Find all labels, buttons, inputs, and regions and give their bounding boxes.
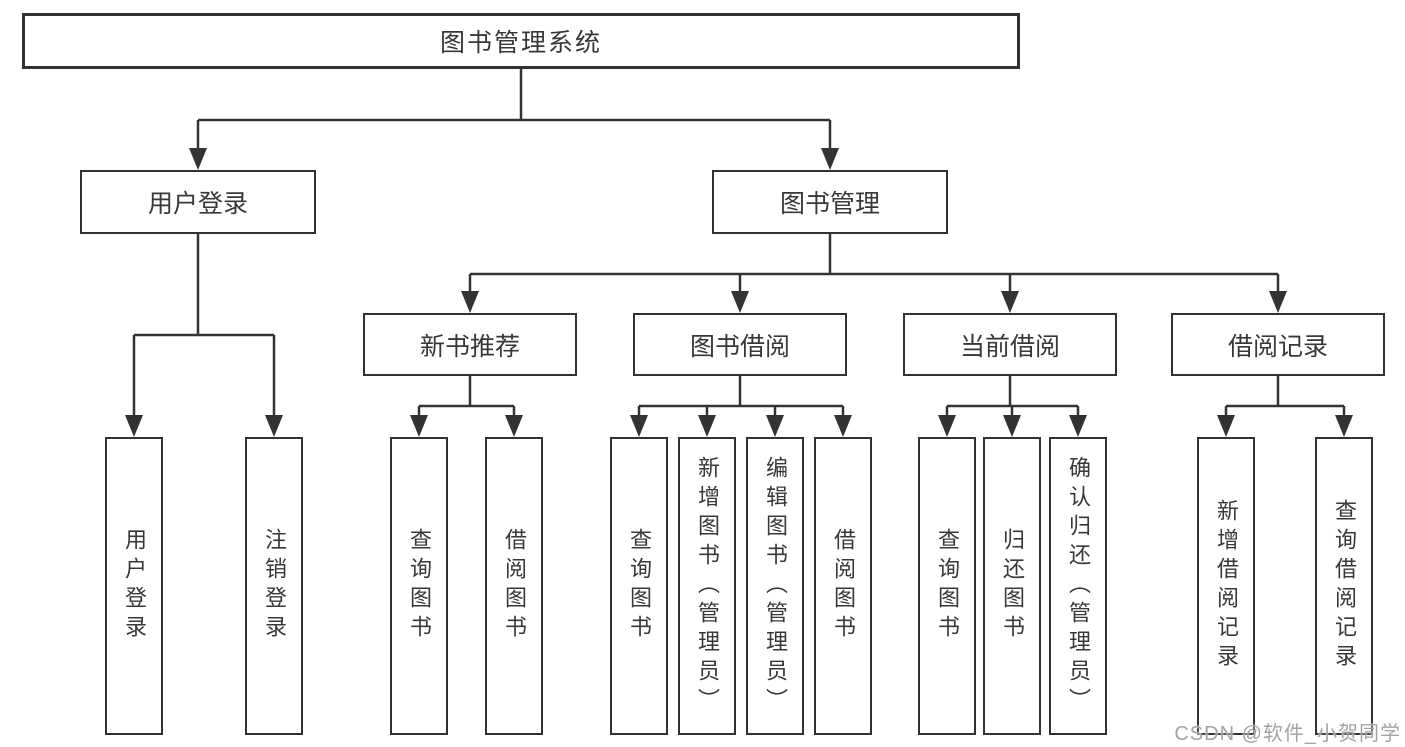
leaf-query-borrow-record: 查询借阅记录 (1315, 437, 1373, 735)
leaf-borrow-books-newbook: 借阅图书 (485, 437, 543, 735)
leaf-logout-label: 注销登录 (262, 528, 287, 644)
arrow-down-icon (410, 415, 428, 437)
node-user-login: 用户登录 (80, 170, 316, 234)
leaf-add-borrow-record: 新增借阅记录 (1197, 437, 1255, 735)
node-book-management: 图书管理 (712, 170, 948, 234)
arrow-down-icon (1001, 291, 1019, 313)
leaf-query-books-current-label: 查询图书 (935, 528, 960, 644)
connector-user-login-to-leaves (125, 233, 283, 437)
leaf-confirm-return-admin: 确认归还（管理员） (1049, 437, 1107, 735)
leaf-confirm-return-admin-label: 确认归还（管理员） (1066, 455, 1091, 717)
arrow-down-icon (125, 415, 143, 437)
node-book-management-label: 图书管理 (779, 190, 880, 218)
connector-book-mgmt-to-level3 (461, 233, 1287, 313)
node-current-borrow: 当前借阅 (903, 313, 1117, 376)
leaf-query-books-current: 查询图书 (918, 437, 976, 735)
node-system-root-label: 图书管理系统 (439, 29, 602, 57)
leaf-add-book-admin-label: 新增图书（管理员） (695, 455, 720, 717)
leaf-borrow-books-borrow-label: 借阅图书 (831, 528, 856, 644)
node-book-borrow-label: 图书借阅 (689, 332, 790, 361)
arrow-down-icon (698, 415, 716, 437)
connector-root-to-level2 (189, 68, 839, 170)
arrow-down-icon (1217, 415, 1235, 437)
leaf-query-books-newbook-label: 查询图书 (407, 528, 432, 644)
leaf-query-borrow-record-label: 查询借阅记录 (1332, 499, 1357, 673)
arrow-down-icon (461, 291, 479, 313)
arrow-down-icon (1003, 415, 1021, 437)
arrow-down-icon (834, 415, 852, 437)
leaf-query-books-newbook: 查询图书 (390, 437, 448, 735)
leaf-edit-book-admin-label: 编辑图书（管理员） (763, 455, 788, 717)
leaf-borrow-books-borrow: 借阅图书 (814, 437, 872, 735)
leaf-add-borrow-record-label: 新增借阅记录 (1214, 499, 1239, 673)
leaf-edit-book-admin: 编辑图书（管理员） (746, 437, 804, 735)
connector-book-borrow-to-leaves (630, 375, 852, 437)
arrow-down-icon (505, 415, 523, 437)
leaf-borrow-books-newbook-label: 借阅图书 (502, 528, 527, 644)
leaf-return-book: 归还图书 (983, 437, 1041, 735)
connector-current-borrow-to-leaves (938, 375, 1087, 437)
arrow-down-icon (938, 415, 956, 437)
node-system-root: 图书管理系统 (22, 13, 1020, 69)
leaf-logout: 注销登录 (245, 437, 303, 735)
arrow-down-icon (265, 415, 283, 437)
leaf-user-login: 用户登录 (105, 437, 163, 735)
connector-new-books-to-leaves (410, 375, 523, 437)
arrow-down-icon (731, 291, 749, 313)
arrow-down-icon (1069, 415, 1087, 437)
arrow-down-icon (766, 415, 784, 437)
node-new-book-recommend-label: 新书推荐 (419, 332, 520, 361)
arrow-down-icon (1335, 415, 1353, 437)
arrow-down-icon (1269, 291, 1287, 313)
connector-borrow-records-to-leaves (1217, 375, 1353, 437)
arrow-down-icon (189, 148, 207, 170)
leaf-query-books-borrow-label: 查询图书 (627, 528, 652, 644)
leaf-return-book-label: 归还图书 (1000, 528, 1025, 644)
node-book-borrow: 图书借阅 (633, 313, 847, 376)
node-new-book-recommend: 新书推荐 (363, 313, 577, 376)
node-borrow-records-label: 借阅记录 (1227, 332, 1328, 361)
arrow-down-icon (630, 415, 648, 437)
leaf-user-login-label: 用户登录 (122, 528, 147, 644)
csdn-watermark: CSDN @软件_小贺同学 (1174, 723, 1401, 745)
leaf-add-book-admin: 新增图书（管理员） (678, 437, 736, 735)
arrow-down-icon (821, 148, 839, 170)
node-user-login-label: 用户登录 (147, 190, 248, 218)
leaf-query-books-borrow: 查询图书 (610, 437, 668, 735)
node-current-borrow-label: 当前借阅 (959, 332, 1060, 361)
node-borrow-records: 借阅记录 (1171, 313, 1385, 376)
